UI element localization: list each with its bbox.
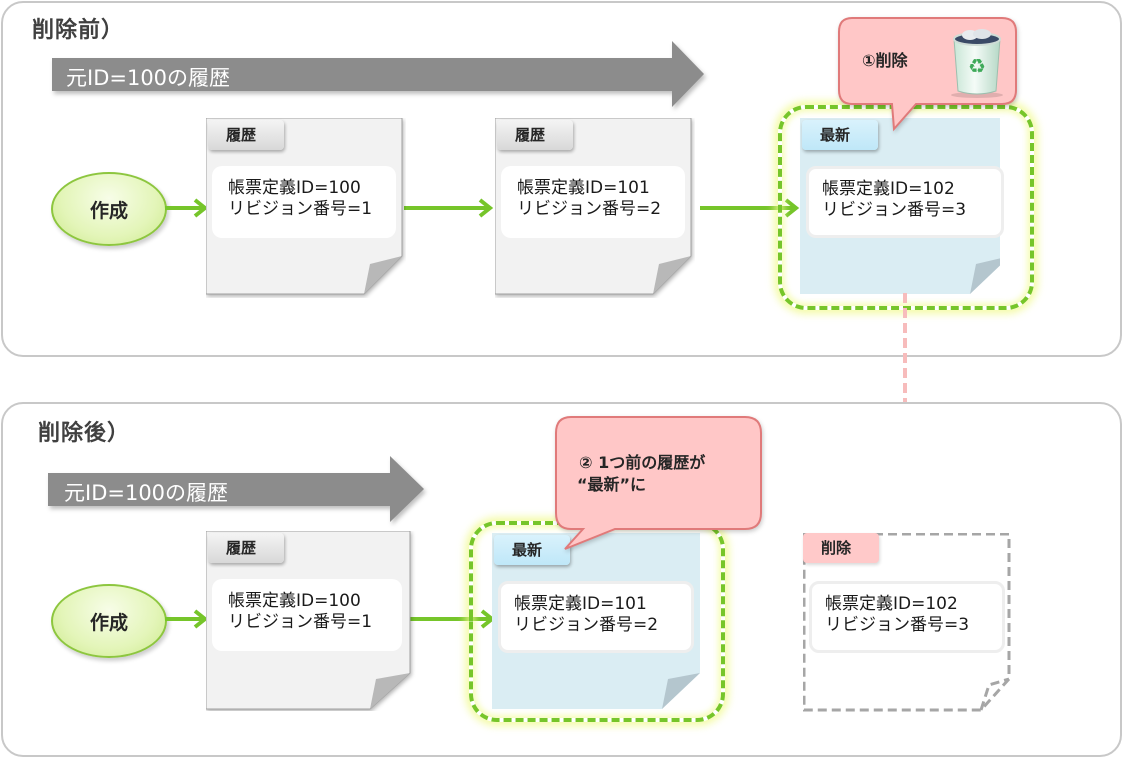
history-arrow-after: 元ID=100の履歴 [48,456,448,526]
history-doc-before-2: 履歴 帳票定義ID=101 リビジョン番号=2 [495,118,692,295]
doc-tag-latest: 最新 [494,535,570,565]
doc-info-card: 帳票定義ID=101 リビジョン番号=2 [501,166,685,238]
flow-arrow-create-to-doc1 [165,198,209,218]
form-id-text: 帳票定義ID=101 [517,178,650,198]
history-arrow-label: 元ID=100の履歴 [64,481,229,505]
form-id-text: 帳票定義ID=100 [228,591,361,611]
latest-change-callout: ② 1つ前の履歴が “最新”に [555,416,765,556]
create-node-before: 作成 [51,172,167,246]
flow-arrow-create-to-doc1 [165,609,209,629]
latest-doc-after: 最新 帳票定義ID=101 リビジョン番号=2 [492,533,700,709]
doc-info-card: 帳票定義ID=100 リビジョン番号=1 [212,579,402,651]
doc-tag-latest: 最新 [802,120,878,150]
callout-text-line2: “最新”に [577,475,647,494]
callout-text-line1: ② 1つ前の履歴が [579,453,706,472]
history-arrow-label: 元ID=100の履歴 [66,66,231,90]
history-arrow-shape [52,41,704,107]
form-id-text: 帳票定義ID=102 [825,594,958,614]
doc-tag-history: 履歴 [208,533,284,563]
doc-info-card: 帳票定義ID=100 リビジョン番号=1 [212,166,396,238]
svg-text:♻: ♻ [968,54,986,78]
create-node-after: 作成 [51,584,167,658]
delete-callout: ①削除 ♻ [838,17,1018,132]
doc-info-card: 帳票定義ID=101 リビジョン番号=2 [498,581,694,653]
flow-arrow-doc1-to-doc2 [404,198,494,218]
after-panel-title: 削除後） [38,421,131,446]
callout-bubble-shape [555,416,762,550]
doc-info-card: 帳票定義ID=102 リビジョン番号=3 [806,166,1004,238]
form-id-text: 帳票定義ID=100 [228,178,361,198]
revision-text: リビジョン番号=3 [825,615,970,635]
delete-callout-text: ①削除 [862,51,908,70]
deleted-doc: 削除 帳票定義ID=102 リビジョン番号=3 [803,533,1011,712]
history-arrow-before: 元ID=100の履歴 [52,41,712,111]
doc-info-card: 帳票定義ID=102 リビジョン番号=3 [809,581,1005,653]
form-id-text: 帳票定義ID=102 [822,179,955,199]
history-doc-before-1: 履歴 帳票定義ID=100 リビジョン番号=1 [206,118,403,295]
revision-text: リビジョン番号=2 [514,615,659,635]
history-doc-after-1: 履歴 帳票定義ID=100 リビジョン番号=1 [206,531,411,710]
form-id-text: 帳票定義ID=101 [514,594,647,614]
doc-tag-history: 履歴 [497,120,573,150]
latest-doc-before: 最新 帳票定義ID=102 リビジョン番号=3 [800,118,1004,294]
revision-text: リビジョン番号=2 [517,199,662,219]
before-panel-title: 削除前） [32,18,125,43]
revision-text: リビジョン番号=3 [822,200,967,220]
recycle-bin-icon: ♻ [951,29,1003,98]
doc-tag-deleted: 削除 [803,533,879,563]
doc-tag-history: 履歴 [208,120,284,150]
revision-text: リビジョン番号=1 [228,199,373,219]
revision-text: リビジョン番号=1 [228,612,373,632]
history-arrow-shape [48,456,424,522]
